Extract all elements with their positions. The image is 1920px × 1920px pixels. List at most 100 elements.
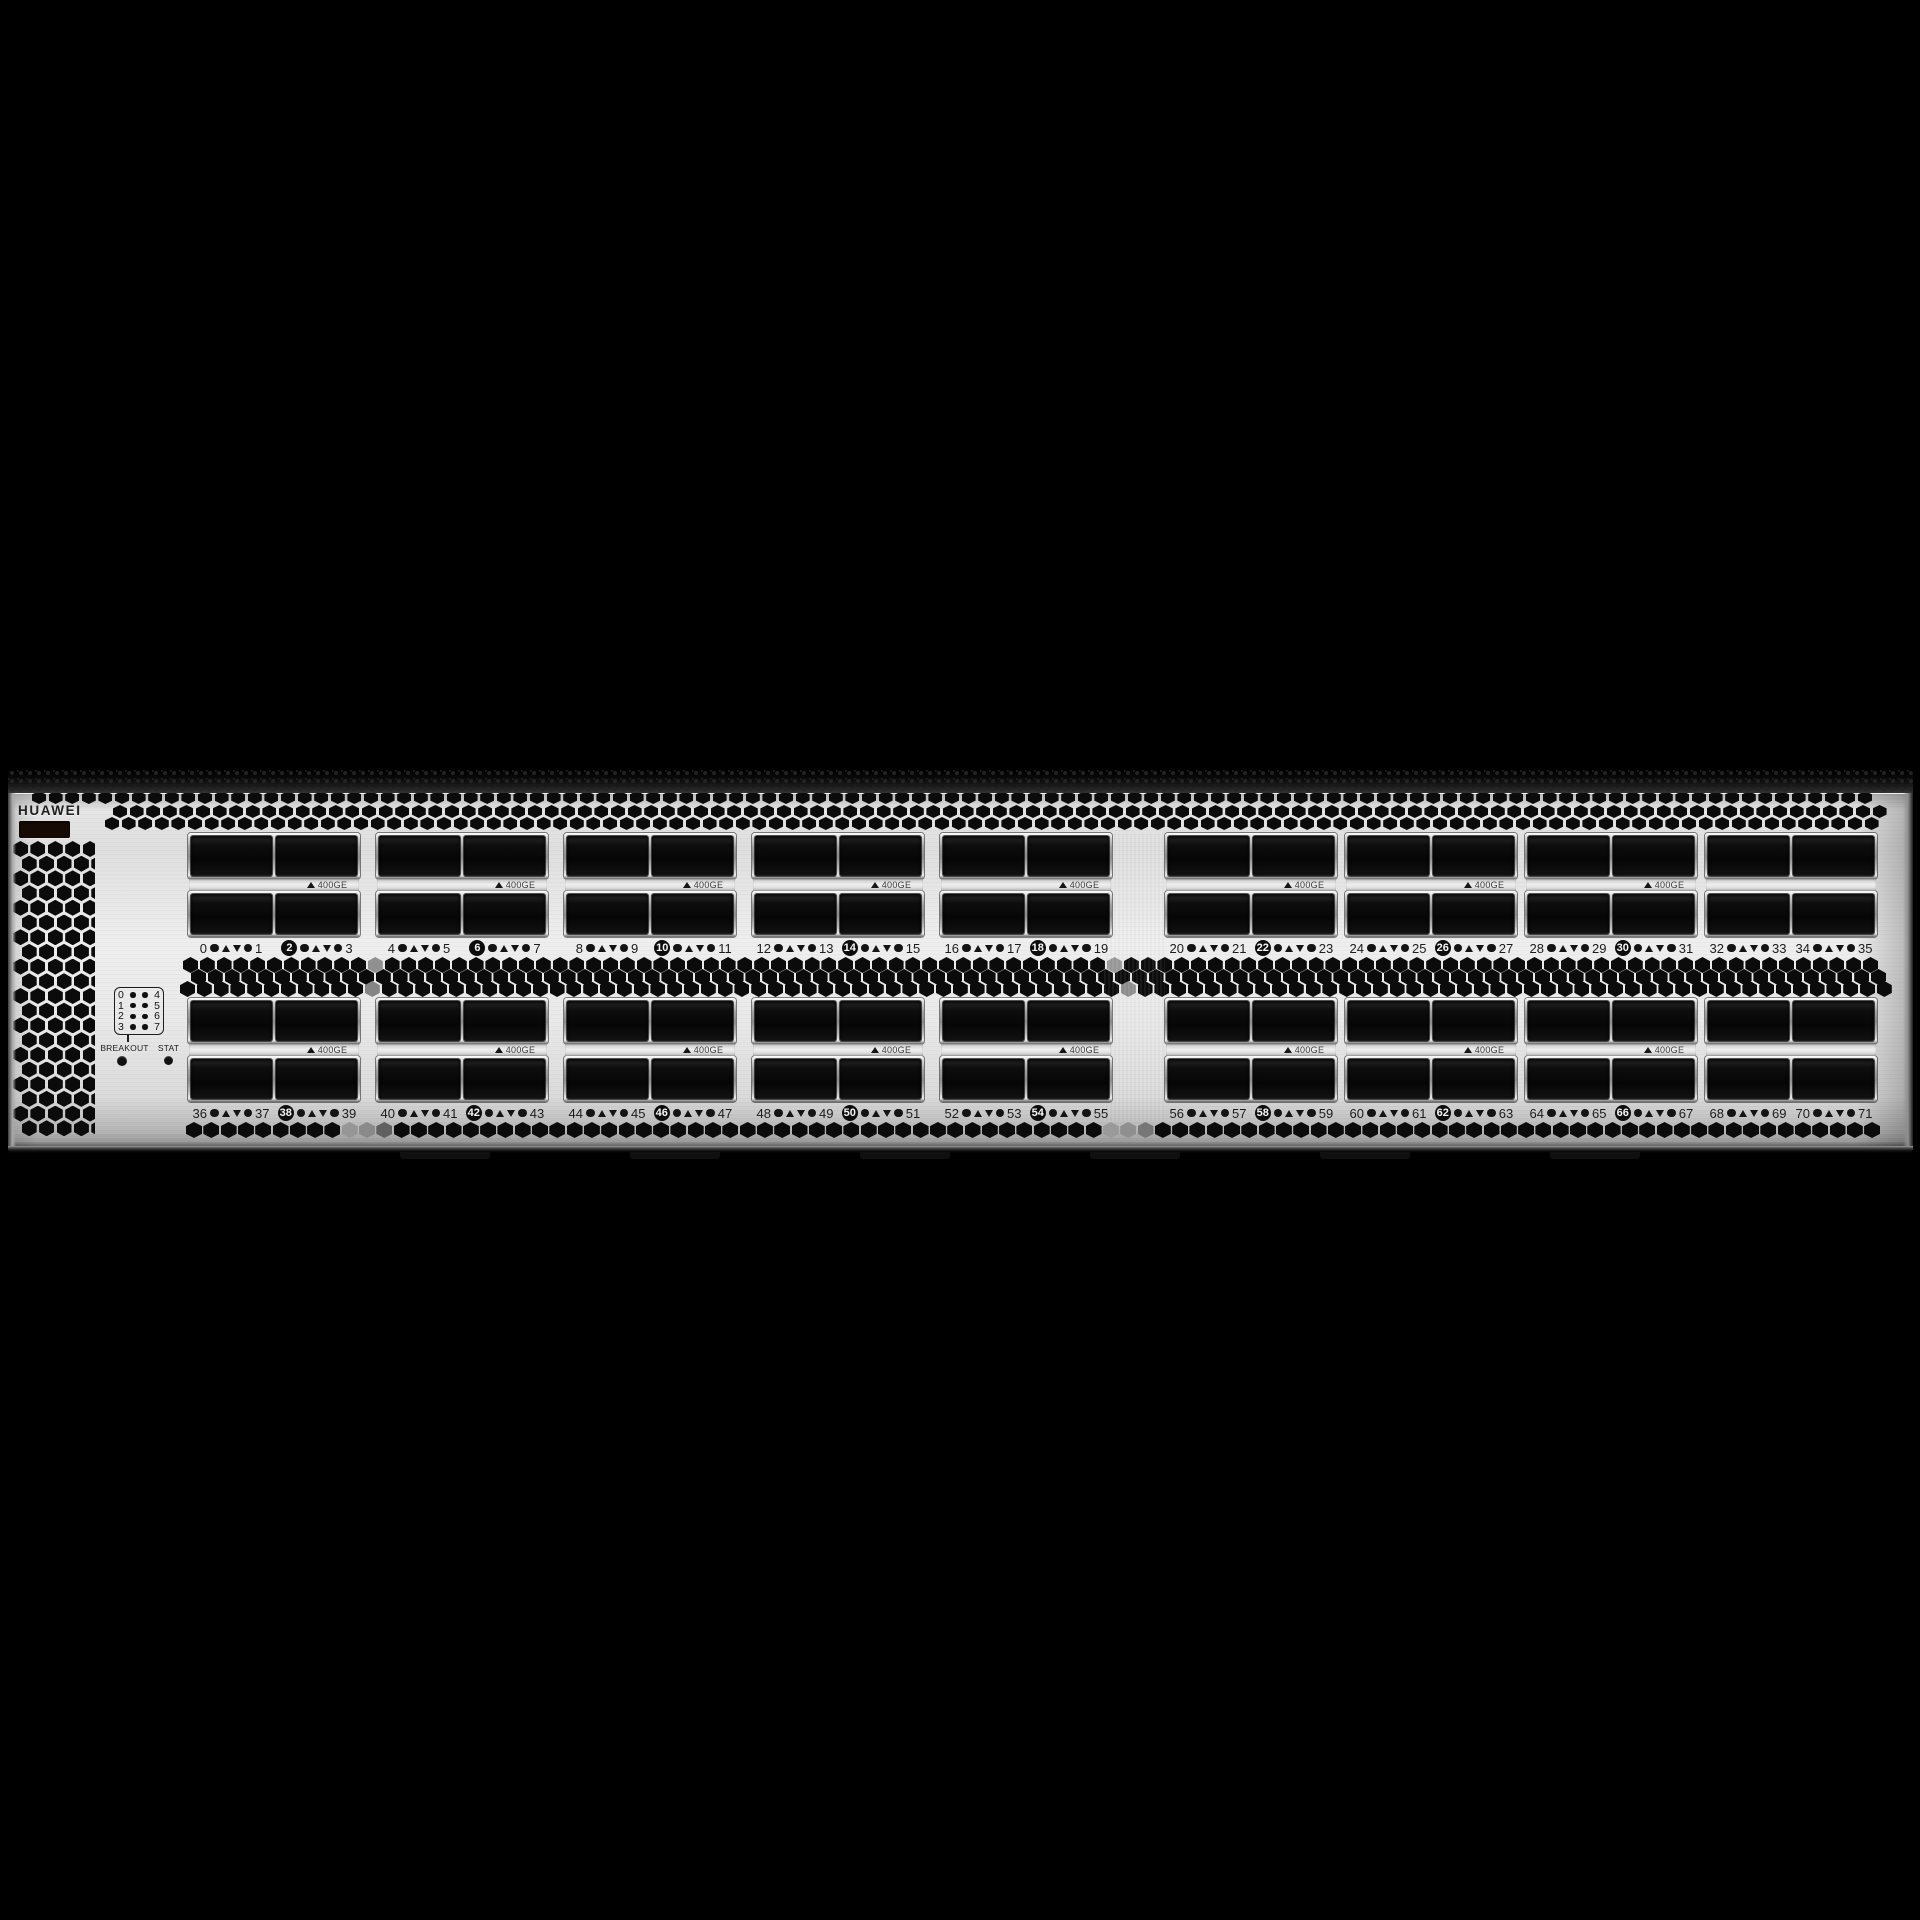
vent-hole bbox=[785, 817, 800, 830]
vent-hole bbox=[1814, 817, 1829, 830]
vent-hole bbox=[345, 805, 360, 818]
down-triangle-icon bbox=[796, 944, 805, 952]
vent-hole bbox=[1233, 817, 1248, 830]
port-number: 38 bbox=[277, 1105, 294, 1121]
vent-hole bbox=[1443, 957, 1458, 973]
legend-dot bbox=[142, 1024, 148, 1030]
qsfp-dd-port bbox=[1168, 1001, 1249, 1041]
qsfp-dd-port bbox=[1433, 894, 1514, 934]
vent-hole bbox=[73, 1090, 89, 1107]
vent-hole bbox=[667, 981, 683, 997]
cage-row-bottom bbox=[940, 1056, 1112, 1102]
cage-row-bottom bbox=[1345, 1056, 1517, 1102]
vent-hole bbox=[1773, 805, 1787, 818]
vent-hole bbox=[198, 793, 212, 804]
vent-hole bbox=[1137, 1122, 1154, 1138]
speed-text: 400GE bbox=[881, 880, 912, 890]
qsfp-dd-port bbox=[1348, 836, 1429, 876]
vent-hole bbox=[499, 981, 515, 997]
vent-hole bbox=[1692, 793, 1706, 804]
up-triangle-icon bbox=[1060, 944, 1069, 952]
vent-hole bbox=[30, 899, 46, 916]
qsfp-dd-port bbox=[1708, 894, 1789, 934]
vent-hole bbox=[1142, 805, 1157, 818]
up-triangle-icon bbox=[785, 1109, 794, 1117]
vent-hole bbox=[13, 988, 28, 1004]
legend-number-left: 3 bbox=[118, 1020, 124, 1033]
down-triangle-icon bbox=[1071, 1109, 1080, 1117]
vent-hole bbox=[254, 817, 269, 830]
stat-led bbox=[164, 1056, 173, 1065]
vent-hole bbox=[1756, 805, 1771, 818]
vent-hole bbox=[82, 1076, 95, 1093]
led-dot-icon bbox=[521, 943, 531, 953]
vent-hole bbox=[586, 957, 602, 973]
vent-hole bbox=[486, 817, 501, 830]
vent-hole bbox=[1383, 817, 1398, 830]
down-triangle-icon bbox=[1569, 1109, 1578, 1117]
vent-hole bbox=[893, 805, 908, 818]
vent-hole bbox=[1792, 981, 1808, 997]
vent-hole bbox=[739, 1122, 756, 1138]
vent-hole bbox=[1742, 981, 1758, 997]
vent-hole bbox=[411, 805, 426, 818]
led-dot-icon bbox=[1580, 943, 1589, 953]
led-dot-icon bbox=[1048, 943, 1058, 953]
vent-hole bbox=[1308, 957, 1324, 973]
vent-hole bbox=[1221, 981, 1237, 997]
port-number: 69 bbox=[1772, 1105, 1787, 1121]
vent-hole bbox=[1789, 805, 1804, 818]
port-number: 23 bbox=[1318, 940, 1334, 956]
vent-hole bbox=[237, 1122, 254, 1138]
port-number: 53 bbox=[1007, 1105, 1022, 1121]
vent-hole bbox=[1642, 793, 1657, 804]
vent-hole bbox=[745, 969, 761, 985]
vent-hole bbox=[1492, 793, 1507, 804]
port-speed-label: 400GE bbox=[1630, 879, 1698, 891]
vent-hole bbox=[1527, 957, 1542, 973]
qsfp-dd-port bbox=[840, 894, 921, 934]
vent-hole bbox=[885, 817, 900, 830]
vent-hole bbox=[283, 957, 299, 973]
vent-hole bbox=[1776, 981, 1791, 997]
vent-hole bbox=[115, 793, 129, 804]
vent-hole bbox=[702, 817, 717, 830]
vent-hole bbox=[795, 969, 811, 985]
vent-hole bbox=[1258, 1122, 1275, 1138]
vent-hole bbox=[1023, 957, 1038, 973]
led-dot-icon bbox=[1453, 943, 1463, 953]
vent-hole bbox=[1107, 957, 1122, 973]
down-triangle-icon bbox=[984, 1109, 993, 1117]
vent-hole bbox=[65, 988, 81, 1004]
vent-hole bbox=[1400, 969, 1416, 985]
vent-hole bbox=[695, 969, 710, 985]
vent-hole bbox=[1360, 793, 1374, 804]
vent-hole bbox=[275, 969, 290, 985]
up-triangle-icon bbox=[1465, 944, 1474, 952]
up-triangle-icon bbox=[1738, 944, 1747, 952]
vent-hole bbox=[1725, 1122, 1742, 1138]
qsfp-dd-port bbox=[464, 1059, 545, 1099]
vent-hole bbox=[1131, 969, 1147, 985]
vent-hole bbox=[56, 1032, 72, 1049]
vent-hole bbox=[1300, 817, 1315, 830]
port-speed-label: 400GE bbox=[1045, 1044, 1113, 1056]
vent-hole bbox=[1808, 793, 1823, 804]
vent-hole bbox=[432, 981, 447, 997]
vent-hole bbox=[82, 1046, 95, 1063]
vent-hole bbox=[961, 793, 976, 804]
qsfp-dd-port bbox=[1708, 836, 1789, 876]
cage-row-bottom bbox=[188, 891, 360, 937]
vent-hole bbox=[754, 957, 770, 973]
vent-hole bbox=[1661, 957, 1677, 973]
port-number: 32 bbox=[1709, 940, 1724, 956]
legend-dot bbox=[142, 992, 148, 998]
